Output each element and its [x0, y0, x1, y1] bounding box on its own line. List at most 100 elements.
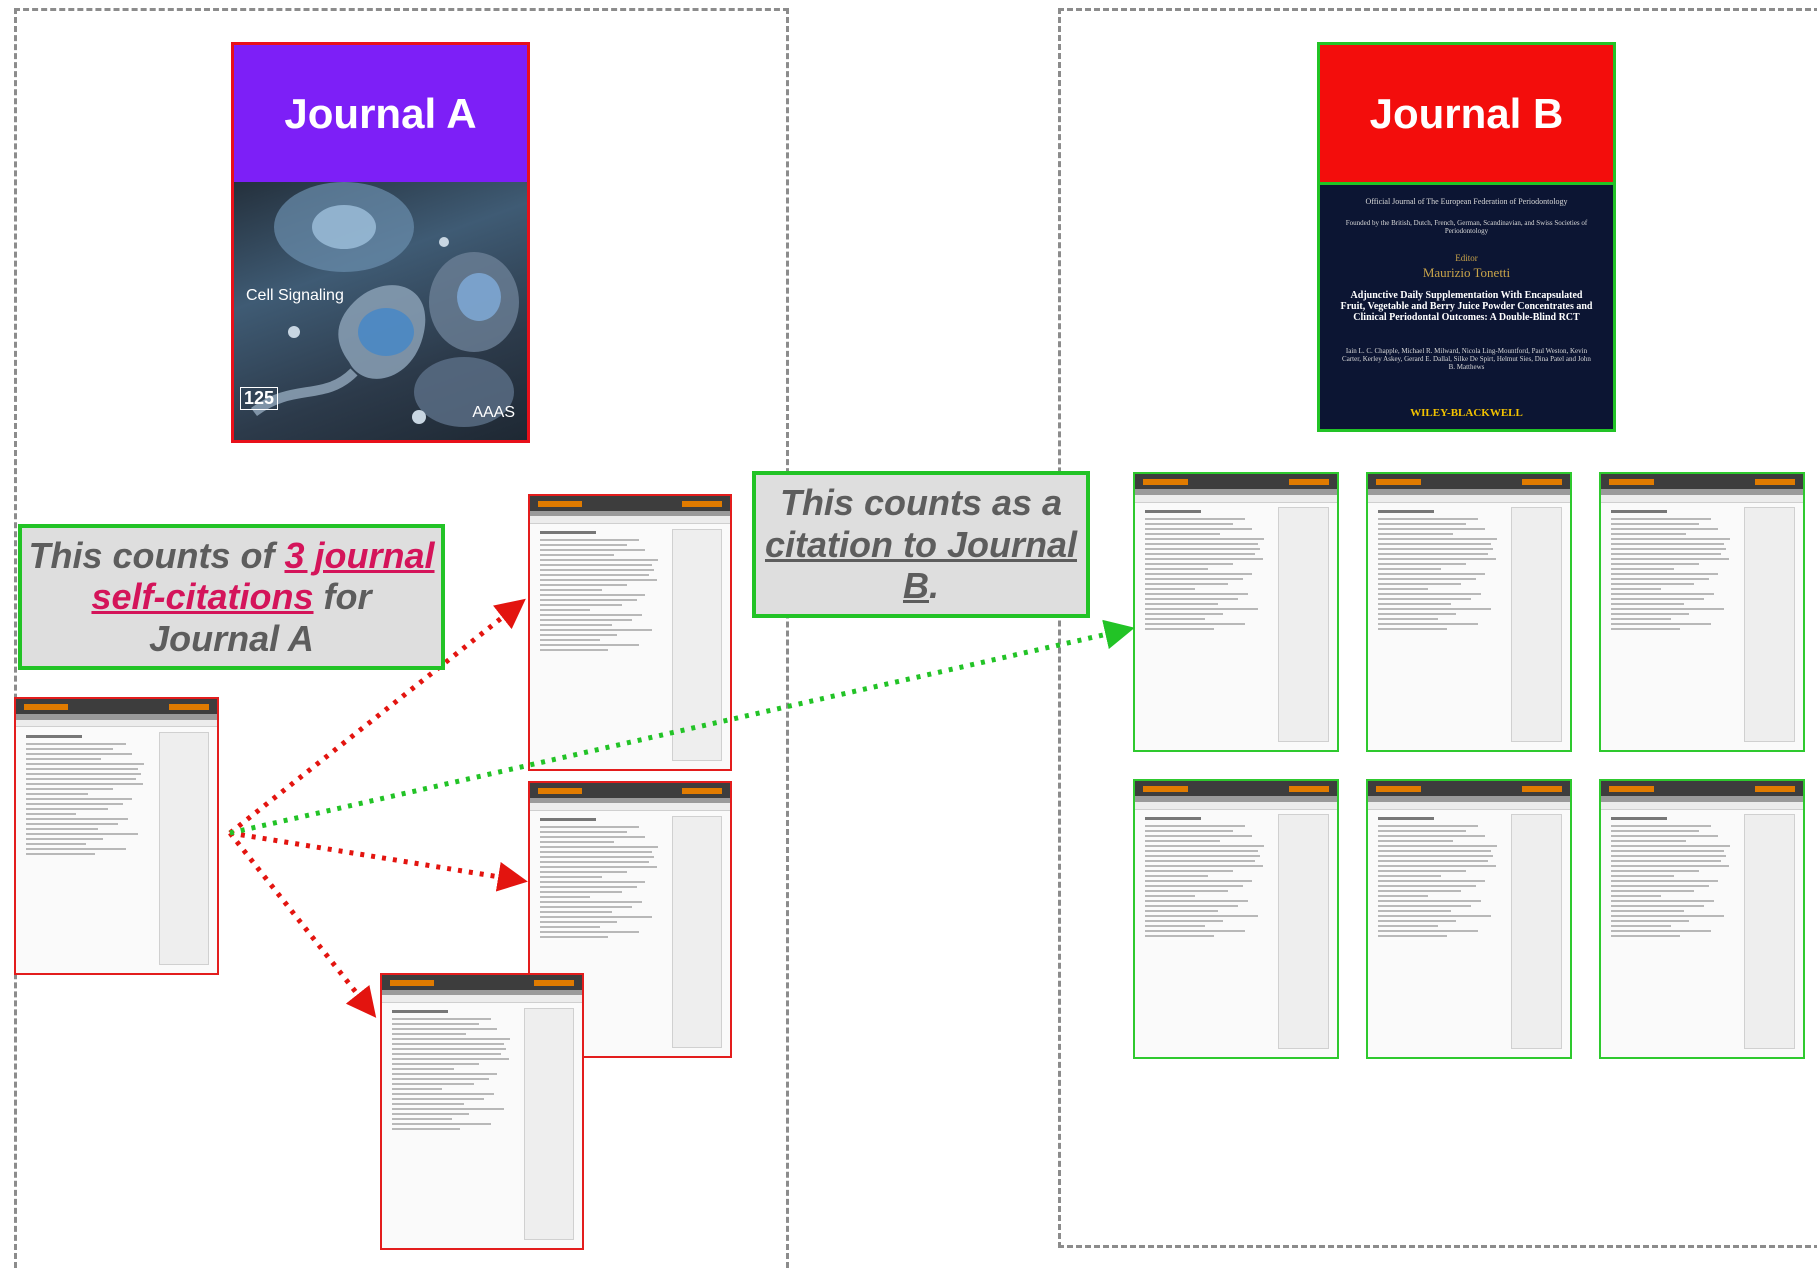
doc-text-line	[1378, 547, 1494, 550]
doc-text-line	[26, 757, 101, 760]
doc-text-line	[1145, 869, 1233, 872]
doc-text-line	[1145, 849, 1258, 852]
doc-text-line	[1378, 884, 1476, 887]
journal-a-title: Journal A	[234, 45, 527, 182]
doc-text-line	[540, 544, 627, 547]
doc-text-line	[1378, 899, 1481, 902]
doc-text-line	[1378, 627, 1447, 630]
doc-sidebar	[1278, 507, 1329, 742]
doc-text-line	[1378, 592, 1481, 595]
doc-text-line	[392, 1118, 452, 1121]
doc-text-line	[1611, 522, 1699, 525]
doc-text-line	[1378, 532, 1454, 535]
doc-text-line	[540, 539, 640, 542]
doc-text-line	[540, 916, 652, 919]
journal-b-article-3	[1599, 472, 1805, 752]
doc-text-line	[1378, 864, 1496, 867]
doc-text-line	[1611, 816, 1668, 820]
doc-header-bar	[530, 496, 730, 511]
doc-text-line	[1378, 829, 1466, 832]
callout-b-prefix: This counts as a	[779, 482, 1063, 524]
publisher-mark: AAAS	[472, 404, 515, 421]
doc-text-line	[540, 831, 627, 834]
doc-text-line	[1145, 854, 1261, 857]
doc-text-line	[1611, 587, 1662, 590]
doc-text-line	[26, 787, 114, 790]
doc-toolbar	[1135, 494, 1337, 503]
doc-text-line	[1378, 582, 1461, 585]
journal-b-article-1	[1133, 472, 1339, 752]
doc-header-bar	[1135, 781, 1337, 797]
doc-toolbar	[1135, 801, 1337, 810]
doc-text-line	[540, 896, 590, 899]
doc-text-line	[1378, 597, 1471, 600]
doc-text-line	[1378, 924, 1439, 927]
doc-text-line	[392, 1073, 498, 1076]
doc-text-line	[1145, 919, 1223, 922]
doc-body-text	[392, 1010, 516, 1239]
doc-sidebar	[1278, 814, 1329, 1049]
doc-nav-bar	[1135, 796, 1337, 802]
doc-header-bar	[530, 783, 730, 798]
doc-text-line	[540, 936, 609, 939]
doc-header-bar	[1368, 781, 1570, 797]
doc-text-line	[1611, 849, 1724, 852]
self-cited-article-3	[380, 973, 584, 1250]
doc-text-line	[1378, 929, 1479, 932]
doc-text-line	[26, 747, 114, 750]
cover-caption: Cell Signaling	[246, 287, 344, 304]
doc-body-text	[26, 734, 151, 965]
doc-text-line	[540, 891, 622, 894]
doc-text-line	[26, 822, 119, 825]
doc-nav-bar	[530, 511, 730, 517]
doc-text-line	[392, 1010, 448, 1014]
doc-text-line	[540, 639, 600, 642]
doc-text-line	[26, 812, 76, 815]
doc-text-line	[1145, 567, 1208, 570]
doc-text-line	[392, 1103, 464, 1106]
doc-text-line	[1611, 869, 1699, 872]
doc-text-line	[1145, 859, 1256, 862]
doc-text-line	[26, 852, 95, 855]
doc-text-line	[1145, 914, 1258, 917]
doc-text-line	[540, 846, 658, 849]
callout-self-highlight: 3 journal self-citations	[91, 534, 435, 618]
doc-text-line	[1378, 854, 1494, 857]
doc-text-line	[1378, 879, 1485, 882]
doc-text-line	[1378, 527, 1485, 530]
doc-text-line	[1611, 557, 1729, 560]
doc-text-line	[540, 649, 609, 652]
doc-text-line	[392, 1048, 507, 1051]
doc-text-line	[1145, 602, 1218, 605]
doc-body-text	[1378, 509, 1503, 742]
doc-text-line	[26, 807, 109, 810]
doc-text-line	[1378, 587, 1429, 590]
doc-text-line	[540, 906, 632, 909]
doc-text-line	[1145, 582, 1228, 585]
doc-sidebar	[1744, 814, 1795, 1049]
cover-founded-line: Founded by the British, Dutch, French, G…	[1345, 219, 1588, 235]
doc-nav-bar	[1368, 489, 1570, 495]
doc-text-line	[1145, 904, 1238, 907]
doc-text-line	[1378, 517, 1479, 520]
callout-self-prefix: This counts of	[28, 534, 285, 576]
doc-text-line	[26, 734, 83, 738]
cell-illustration: Cell Signaling 125 AAAS	[234, 182, 527, 440]
doc-text-line	[1378, 562, 1466, 565]
doc-text-line	[1611, 572, 1718, 575]
doc-text-line	[1378, 839, 1454, 842]
doc-body-text	[1611, 509, 1736, 742]
doc-text-line	[1378, 542, 1491, 545]
doc-text-line	[26, 802, 124, 805]
doc-text-line	[1145, 894, 1196, 897]
doc-text-line	[1611, 597, 1704, 600]
doc-body-text	[1145, 509, 1270, 742]
doc-text-line	[1611, 924, 1672, 927]
doc-text-line	[1378, 914, 1491, 917]
journal-b-article-4	[1133, 779, 1339, 1059]
doc-text-line	[1611, 899, 1714, 902]
doc-text-line	[540, 569, 655, 572]
doc-text-line	[1378, 874, 1441, 877]
doc-header-bar	[1135, 474, 1337, 490]
doc-nav-bar	[1601, 796, 1803, 802]
